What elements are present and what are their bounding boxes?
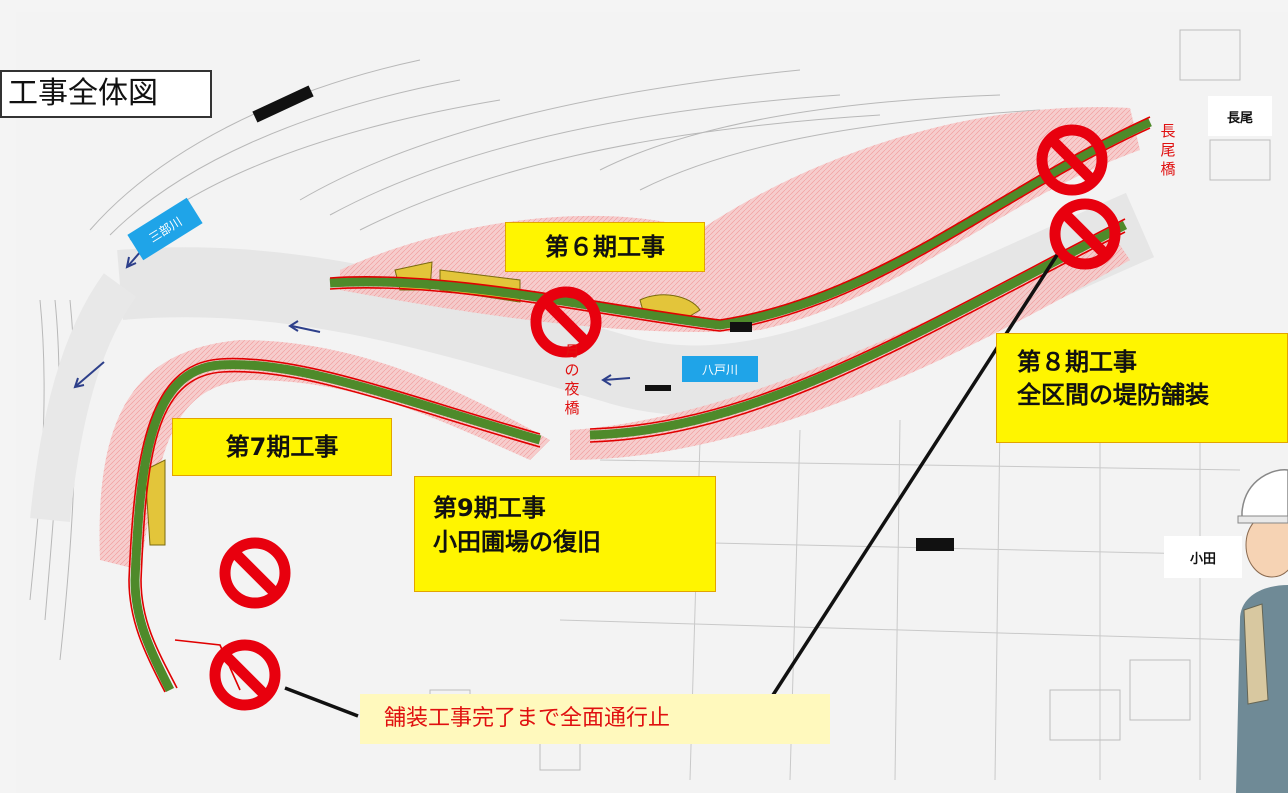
levee-roads xyxy=(128,116,1151,693)
phase8-line1: 第８期工事 xyxy=(1017,348,1137,376)
closure-notice: 舗装工事完了まで全面通行止 xyxy=(360,694,830,744)
hachinohe-river-label: 八戸川 xyxy=(682,356,758,382)
phase9-line1: 第9期工事 xyxy=(433,494,546,522)
leader-line-phase8 xyxy=(760,254,1059,713)
no-entry-sign-2 xyxy=(1049,198,1121,270)
leader-line-closure xyxy=(284,686,359,718)
no-entry-sign-4 xyxy=(219,537,291,609)
map-title: 工事全体図 xyxy=(0,70,212,118)
nagao-bridge-label: 長尾橋 xyxy=(1160,122,1176,178)
hachinohe-river-channel xyxy=(117,192,1155,416)
structures xyxy=(252,85,954,551)
place-nagao: 長尾 xyxy=(1208,96,1272,136)
phase6-label: 第６期工事 xyxy=(505,222,705,272)
no-entry-sign-5 xyxy=(209,639,281,711)
tsukinoyo-bridge-label: 月の夜橋 xyxy=(564,342,580,417)
place-oda: 小田 xyxy=(1164,536,1242,578)
no-entry-sign-3 xyxy=(530,286,602,358)
phase8-line2: 全区間の堤防舗装 xyxy=(1017,381,1209,409)
zone-phase7 xyxy=(99,340,550,570)
downstream-river-channel xyxy=(30,273,137,522)
phase7-label: 第7期工事 xyxy=(172,418,392,476)
zone-phase6 xyxy=(340,107,1140,332)
engineer-illustration xyxy=(1236,469,1288,793)
phase9-label: 第9期工事 小田圃場の復旧 xyxy=(414,476,716,592)
phase8-label: 第８期工事 全区間の堤防舗装 xyxy=(996,333,1288,443)
phase9-line2: 小田圃場の復旧 xyxy=(433,528,601,556)
no-entry-sign-1 xyxy=(1036,124,1108,196)
